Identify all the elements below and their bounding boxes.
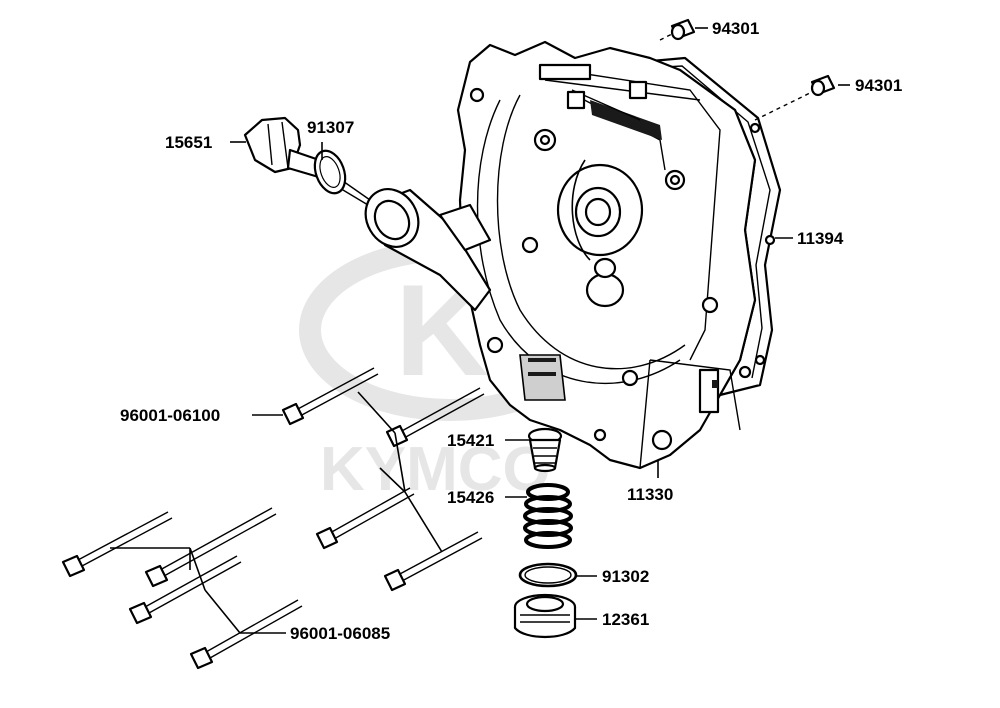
o-ring-91307	[313, 149, 347, 195]
filler-neck	[364, 188, 492, 312]
bolt	[128, 555, 242, 625]
bolt	[315, 487, 415, 550]
bolts-96001-06085	[61, 507, 303, 670]
bolt	[61, 511, 173, 578]
strainer-15421	[527, 427, 563, 473]
label-91302: 91302	[602, 567, 649, 586]
leader-lines	[230, 27, 850, 634]
bolts-96001-06100	[281, 367, 485, 592]
spring-15426	[523, 483, 573, 549]
label-11394: 11394	[797, 229, 844, 248]
cover-11330	[456, 40, 757, 470]
label-94301-right: 94301	[855, 76, 902, 95]
drain-plug-12361	[513, 593, 577, 638]
label-96001-06100: 96001-06100	[120, 406, 220, 425]
label-15421: 15421	[447, 431, 494, 450]
dowel-pin-94301-right	[810, 74, 836, 97]
label-11330: 11330	[627, 485, 673, 504]
label-12361: 12361	[602, 610, 649, 629]
bolt	[144, 507, 277, 588]
bolt	[385, 387, 485, 448]
o-ring-91302	[518, 562, 578, 588]
watermark-brand: KYMCO	[320, 435, 551, 504]
label-96001-06085: 96001-06085	[290, 624, 390, 643]
bolt	[281, 367, 379, 426]
part-labels: 94301 94301 15651 91307 11394 96001-0610…	[120, 19, 902, 643]
label-15426: 15426	[447, 488, 494, 507]
bolt	[383, 531, 483, 592]
bolt	[189, 599, 303, 670]
label-91307: 91307	[307, 118, 354, 137]
label-15651: 15651	[165, 133, 212, 152]
dowel-pin-94301-top	[670, 18, 696, 41]
label-94301-top: 94301	[712, 19, 759, 38]
